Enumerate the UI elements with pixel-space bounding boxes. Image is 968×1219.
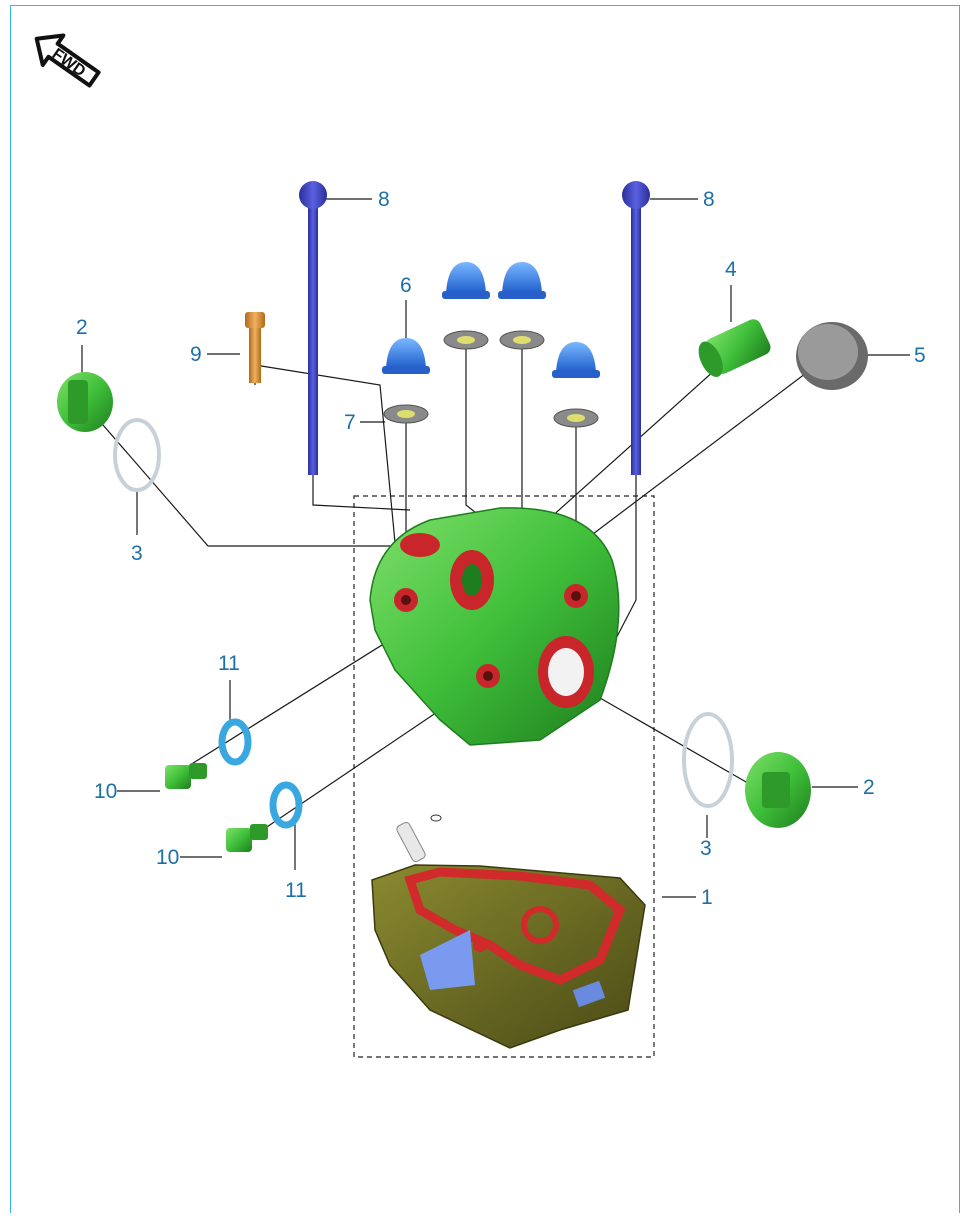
assembly-box — [353, 495, 655, 1058]
forward-direction-icon: FWD — [34, 33, 101, 88]
callout-5: 5 — [914, 344, 926, 367]
cap-nut — [552, 342, 600, 378]
callout-labels: 1 2 2 3 3 4 5 6 7 8 8 9 10 10 11 11 — [76, 188, 926, 909]
stud-bolt-left — [299, 181, 327, 475]
drain-plug-lower — [226, 824, 268, 852]
flange-bolt — [245, 312, 265, 383]
o-ring-left — [113, 418, 161, 492]
round-cap — [796, 322, 868, 390]
callout-7: 7 — [344, 411, 356, 434]
cylinder-head — [369, 507, 620, 746]
tappet-cover-left — [57, 372, 113, 432]
callout-11-lower: 11 — [285, 879, 307, 902]
seal-washer-lower — [269, 781, 303, 829]
cap-nut — [382, 338, 430, 374]
callout-1: 1 — [701, 886, 713, 909]
callout-10-lower: 10 — [156, 846, 179, 869]
washers — [383, 330, 599, 428]
drain-plug-upper — [165, 763, 207, 789]
cap-nut — [498, 262, 546, 299]
callout-2-right: 2 — [863, 776, 875, 799]
callout-3-right: 3 — [700, 837, 712, 860]
seal-washer-upper — [218, 718, 252, 766]
callout-9: 9 — [190, 343, 202, 366]
callout-4: 4 — [725, 258, 737, 281]
dowel-pin — [396, 814, 442, 863]
callout-2-left: 2 — [76, 316, 88, 339]
page-frame — [10, 5, 960, 1213]
cylindrical-plug — [698, 319, 771, 377]
stud-bolt-right — [622, 181, 650, 475]
callout-8-left: 8 — [378, 188, 390, 211]
callout-6: 6 — [400, 274, 412, 297]
callout-8-right: 8 — [703, 188, 715, 211]
tappet-cover-right — [745, 752, 811, 828]
o-ring-right — [682, 712, 734, 808]
cylinder-base — [371, 864, 646, 1049]
cap-nut — [442, 262, 490, 299]
callout-10-upper: 10 — [94, 780, 117, 803]
callout-11-upper: 11 — [218, 652, 240, 675]
callout-3-left: 3 — [131, 542, 143, 565]
